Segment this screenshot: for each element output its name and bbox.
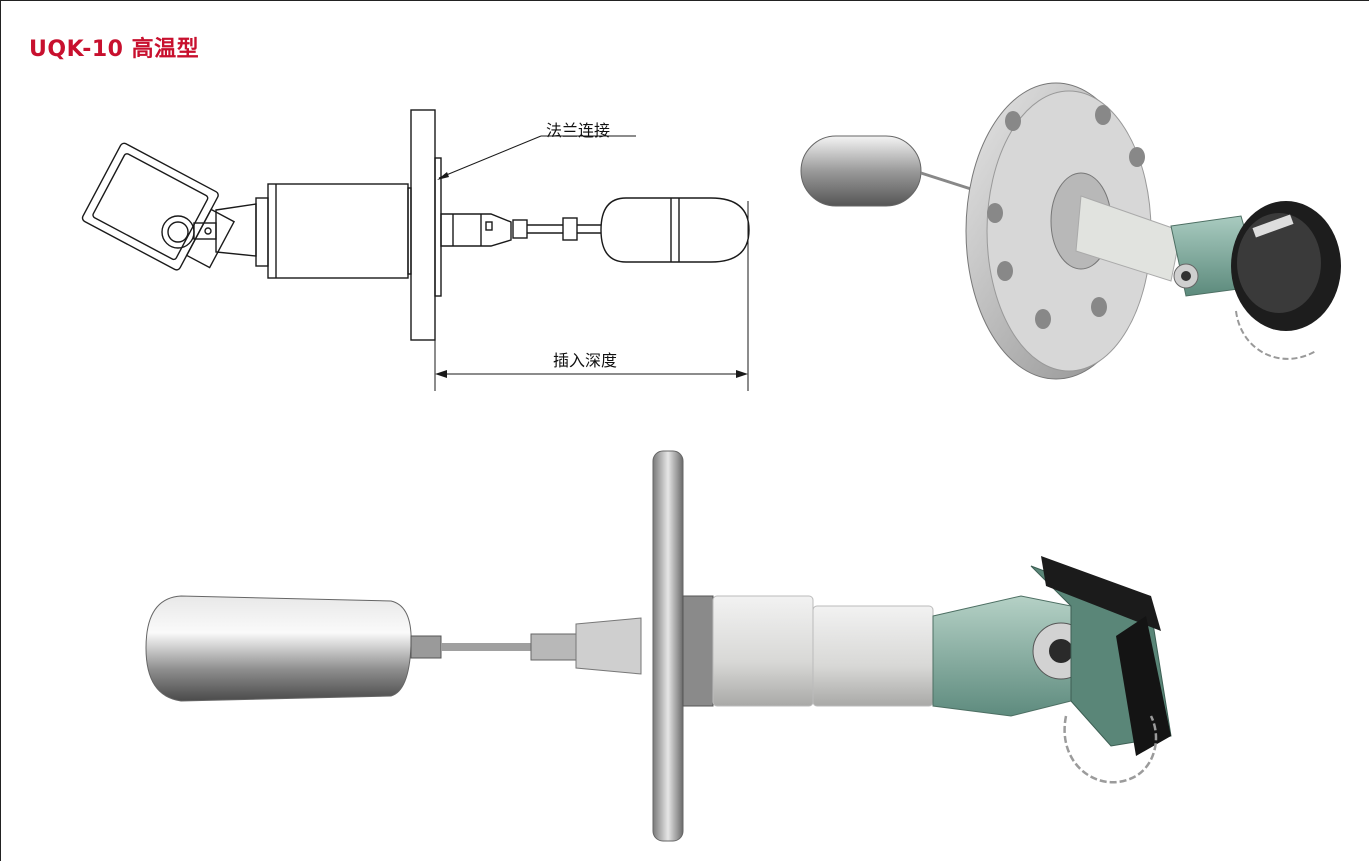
sleeve [712,595,934,707]
product-photo-angled [800,82,1341,380]
flange [410,109,436,341]
technical-line-drawing [81,109,750,391]
float [145,595,642,702]
sleeve [255,197,269,267]
junction-box [1170,201,1341,360]
flange [965,82,1152,380]
junction-box [81,142,236,271]
cable-gland [161,215,195,249]
float [800,135,972,207]
insertion-depth-label: 插入深度 [553,351,618,370]
float [600,197,750,263]
flange-connection-label: 法兰连接 [546,121,611,140]
product-photo-side [145,450,1172,842]
junction-box [932,556,1172,784]
page-title: UQK-10 高温型 [29,37,200,62]
flange [652,450,714,842]
